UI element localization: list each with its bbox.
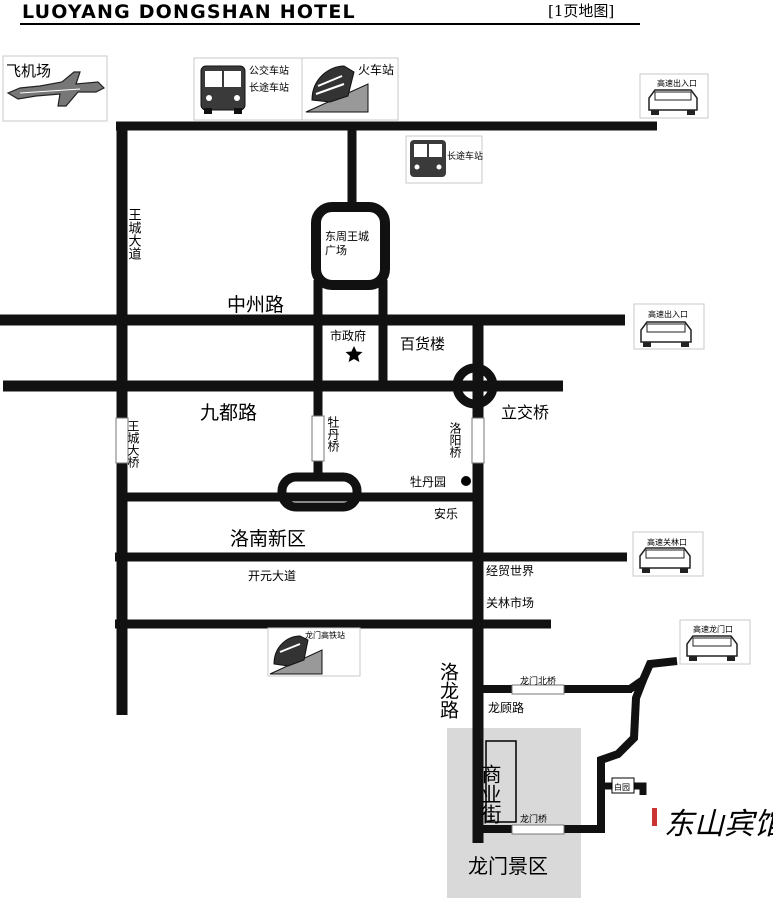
dongzhou-square-loop bbox=[311, 202, 390, 290]
car-icon bbox=[679, 619, 751, 665]
jiudu-road-label: 九都路 bbox=[200, 402, 257, 424]
peony-garden-dot-icon bbox=[461, 476, 471, 486]
coach-station-label: 长途车站 bbox=[447, 150, 483, 162]
page-reference: [1页地图] bbox=[548, 2, 614, 20]
expressway-exit-mid-label: 高速出入口 bbox=[648, 309, 688, 319]
guanlin-market-label: 关林市场 bbox=[486, 595, 534, 610]
white-garden-label: 白园 bbox=[614, 782, 630, 792]
coach-station-icon bbox=[405, 135, 483, 184]
hotel-calligraphy: 东山宾馆 bbox=[664, 807, 773, 842]
peony-garden-label: 牡丹园 bbox=[410, 474, 446, 489]
expressway-guanlin-label: 高速关林口 bbox=[647, 537, 687, 547]
wangcheng-avenue-label: 王城大道 bbox=[126, 208, 142, 260]
longgu-road-label: 龙顾路 bbox=[488, 700, 524, 715]
airport-icon bbox=[2, 55, 108, 122]
commercial-street-label: 商业街 bbox=[478, 764, 502, 824]
anle-label: 安乐 bbox=[434, 506, 458, 521]
lijiao-roundabout bbox=[452, 363, 498, 409]
airport-label: 飞机场 bbox=[6, 62, 51, 80]
white-garden-box bbox=[611, 777, 635, 794]
mudan-oval bbox=[277, 472, 362, 512]
hotel-title: LUOYANG DONGSHAN HOTEL bbox=[22, 1, 356, 23]
hsr-station-label: 龙门高铁站 bbox=[305, 630, 345, 640]
mudan-bridge-marker bbox=[311, 415, 325, 462]
luoyang-bridge-label: 洛阳桥 bbox=[448, 421, 462, 459]
lijiao-bridge-label: 立交桥 bbox=[501, 403, 549, 422]
bus-station-label-1: 公交车站 bbox=[249, 64, 289, 77]
city-hall-star-icon bbox=[345, 346, 363, 362]
luolong-road-label: 洛龙路 bbox=[437, 662, 459, 719]
bus-station-label-2: 长途车站 bbox=[249, 81, 289, 94]
zhongzhou-road-label: 中州路 bbox=[227, 294, 284, 316]
hotel-seal bbox=[652, 808, 657, 826]
longmen-bridge-marker bbox=[511, 824, 565, 835]
train-station-icon bbox=[301, 57, 399, 121]
mudan-bridge-label: 牡丹桥 bbox=[326, 415, 340, 453]
longmen-scenic-label: 龙门景区 bbox=[468, 854, 548, 878]
dongzhou-square-label: 东周王城 广场 bbox=[325, 230, 373, 257]
dongzhou-square-line-1: 东周王城 bbox=[325, 230, 369, 243]
kaiyuan-avenue-label: 开元大道 bbox=[248, 569, 296, 583]
train-station-label: 火车站 bbox=[358, 62, 394, 77]
longmen-bridge-label: 龙门桥 bbox=[520, 813, 547, 825]
expressway-exit-top-label: 高速出入口 bbox=[657, 78, 697, 88]
car-icon bbox=[633, 303, 705, 350]
longmen-north-bridge-marker bbox=[511, 684, 565, 695]
high-speed-rail-icon bbox=[267, 627, 361, 677]
luonan-district-label: 洛南新区 bbox=[230, 528, 306, 550]
east-winding-road-south bbox=[597, 678, 647, 833]
commercial-street-box bbox=[485, 740, 517, 823]
luoyang-bridge-marker bbox=[471, 417, 485, 464]
car-icon bbox=[639, 73, 709, 119]
city-hall-label: 市政府 bbox=[330, 328, 366, 343]
expressway-longmen-label: 高速龙门口 bbox=[693, 624, 733, 634]
car-icon bbox=[632, 531, 704, 577]
wangcheng-bridge-marker bbox=[115, 417, 129, 464]
department-store-label: 百货楼 bbox=[400, 335, 445, 353]
longmen-north-bridge-label: 龙门北桥 bbox=[520, 675, 556, 687]
trade-world-label: 经贸世界 bbox=[486, 564, 534, 578]
wangcheng-bridge-label: 王城大桥 bbox=[126, 420, 140, 469]
east-winding-road-north bbox=[627, 657, 678, 693]
dongzhou-square-line-2: 广场 bbox=[325, 243, 347, 257]
